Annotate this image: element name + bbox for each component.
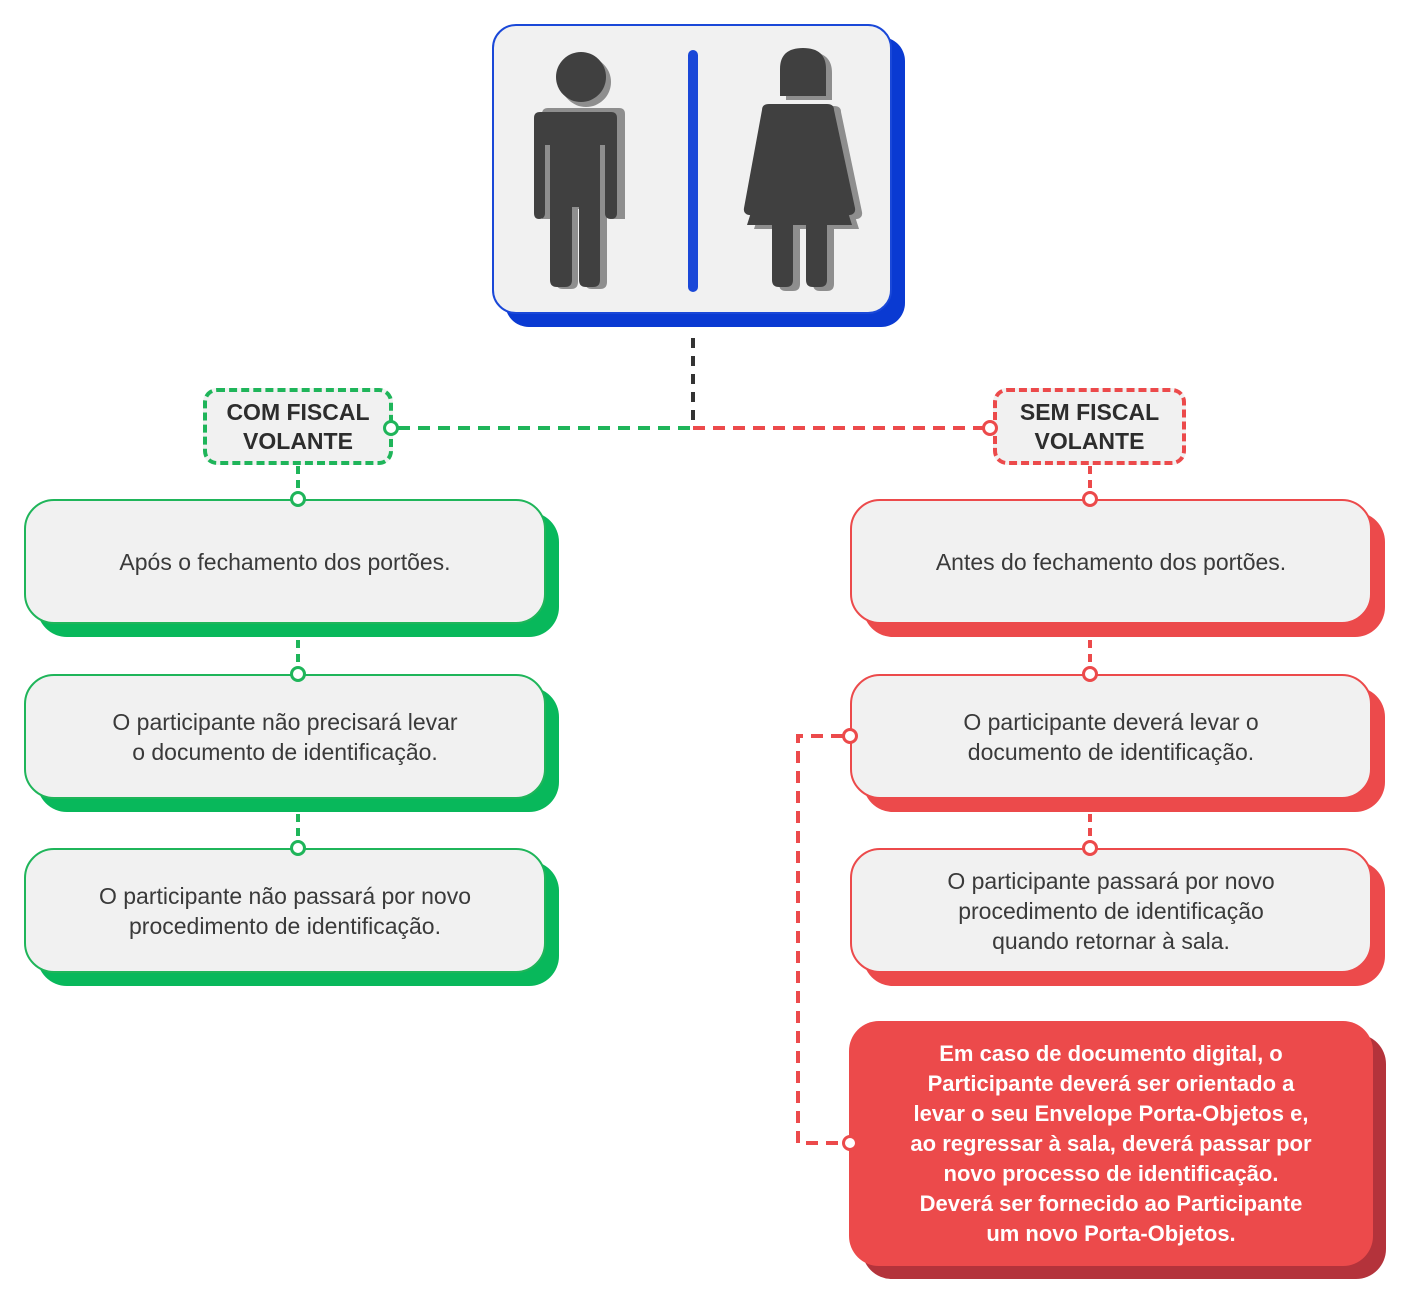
left-step-1-dot xyxy=(290,491,306,507)
branch-label-line: SEM FISCAL xyxy=(1019,398,1160,425)
step-text: O participante não precisará levar xyxy=(112,708,458,735)
step-text: quando retornar à sala. xyxy=(992,927,1230,954)
right-step-2-dot xyxy=(1082,666,1098,682)
woman-icon xyxy=(743,48,863,291)
left-label-connector-dot xyxy=(383,420,399,436)
right-step-2: O participante deverá levar o documento … xyxy=(850,674,1372,799)
man-icon xyxy=(534,52,625,289)
restroom-pictogram-card xyxy=(492,24,892,314)
step-text: Após o fechamento dos portões. xyxy=(119,548,451,575)
side-connector xyxy=(796,734,843,1145)
right-label-connector-dot xyxy=(982,420,998,436)
step-text: procedimento de identificação xyxy=(958,897,1264,924)
left-step-3: O participante não passará por novo proc… xyxy=(24,848,546,973)
step-text: o documento de identificação. xyxy=(132,738,438,765)
note-text: Em caso de documento digital, o xyxy=(939,1040,1283,1066)
right-step-1: Antes do fechamento dos portões. xyxy=(850,499,1372,624)
note-text: ao regressar à sala, deverá passar por xyxy=(910,1130,1312,1156)
note-text: um novo Porta-Objetos. xyxy=(986,1220,1236,1246)
step-text: procedimento de identificação. xyxy=(129,912,441,939)
branch-label-sem-fiscal: SEM FISCAL VOLANTE xyxy=(993,388,1186,465)
step-text: O participante passará por novo xyxy=(947,867,1275,894)
step-text: O participante deverá levar o xyxy=(963,708,1259,735)
digital-document-note: Em caso de documento digital, o Particip… xyxy=(849,1021,1373,1266)
divider-line xyxy=(688,50,698,292)
side-connector-dot-top xyxy=(842,728,858,744)
branch-label-com-fiscal: COM FISCAL VOLANTE xyxy=(203,388,393,465)
branch-label-line: VOLANTE xyxy=(243,427,353,454)
right-step-3-dot xyxy=(1082,840,1098,856)
left-step-2-dot xyxy=(290,666,306,682)
left-step-3-dot xyxy=(290,840,306,856)
branch-label-line: COM FISCAL xyxy=(226,398,370,425)
step-text: O participante não passará por novo xyxy=(98,882,472,909)
right-step-1-dot xyxy=(1082,491,1098,507)
side-connector-dot-bottom xyxy=(842,1135,858,1151)
note-text: Participante deverá ser orientado a xyxy=(927,1070,1295,1096)
note-text: novo processo de identificação. xyxy=(943,1160,1279,1186)
step-text: documento de identificação. xyxy=(967,738,1255,765)
left-step-2: O participante não precisará levar o doc… xyxy=(24,674,546,799)
branch-label-line: VOLANTE xyxy=(1034,427,1145,454)
note-text: Deverá ser fornecido ao Participante xyxy=(919,1190,1303,1216)
step-text: Antes do fechamento dos portões. xyxy=(935,548,1287,575)
restroom-pictogram xyxy=(534,48,863,292)
right-step-3: O participante passará por novo procedim… xyxy=(850,848,1372,973)
left-step-1: Após o fechamento dos portões. xyxy=(24,499,546,624)
note-text: levar o seu Envelope Porta-Objetos e, xyxy=(913,1100,1309,1126)
